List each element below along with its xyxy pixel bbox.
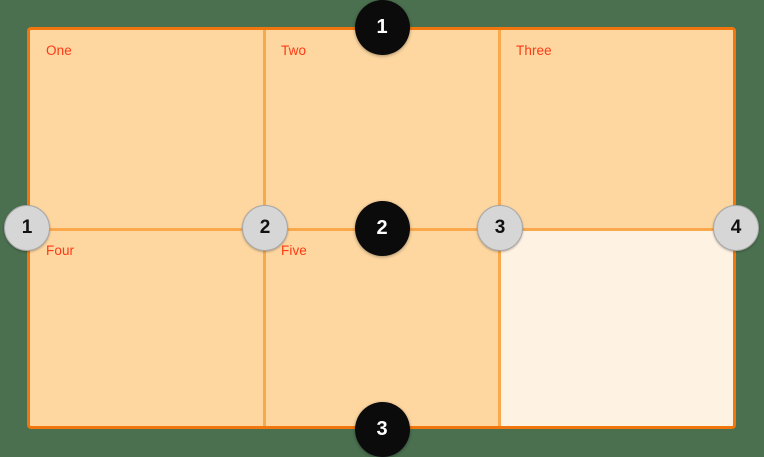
column-handle-3[interactable]: 3 [477, 205, 523, 251]
column-handle-3-label: 3 [494, 217, 506, 238]
grid-cell-empty[interactable] [500, 230, 733, 426]
column-handle-1-label: 1 [21, 217, 33, 238]
grid-cells: One Two Three Four Five [30, 30, 733, 426]
cell-label-three: Three [516, 43, 552, 58]
row-handle-1-label: 1 [376, 15, 388, 38]
cell-label-four: Four [46, 243, 75, 258]
grid-cell-two[interactable]: Two [265, 30, 500, 230]
row-handle-1[interactable]: 1 [354, 0, 410, 55]
row-handle-3-label: 3 [376, 417, 388, 440]
row-handle-3[interactable]: 3 [354, 401, 410, 457]
column-handle-2[interactable]: 2 [242, 205, 288, 251]
grid-cell-four[interactable]: Four [30, 230, 265, 426]
row-handle-2-label: 2 [376, 216, 388, 239]
column-handle-1[interactable]: 1 [4, 205, 50, 251]
grid-cell-one[interactable]: One [30, 30, 265, 230]
column-handle-4[interactable]: 4 [713, 205, 759, 251]
column-handle-4-label: 4 [730, 217, 742, 238]
row-handle-2[interactable]: 2 [354, 200, 410, 256]
cell-label-two: Two [281, 43, 307, 58]
grid-cell-three[interactable]: Three [500, 30, 733, 230]
grid-cell-five[interactable]: Five [265, 230, 500, 426]
grid-frame: One Two Three Four Five [27, 27, 736, 429]
cell-label-five: Five [281, 243, 307, 258]
column-handle-2-label: 2 [259, 217, 271, 238]
cell-label-one: One [46, 43, 72, 58]
